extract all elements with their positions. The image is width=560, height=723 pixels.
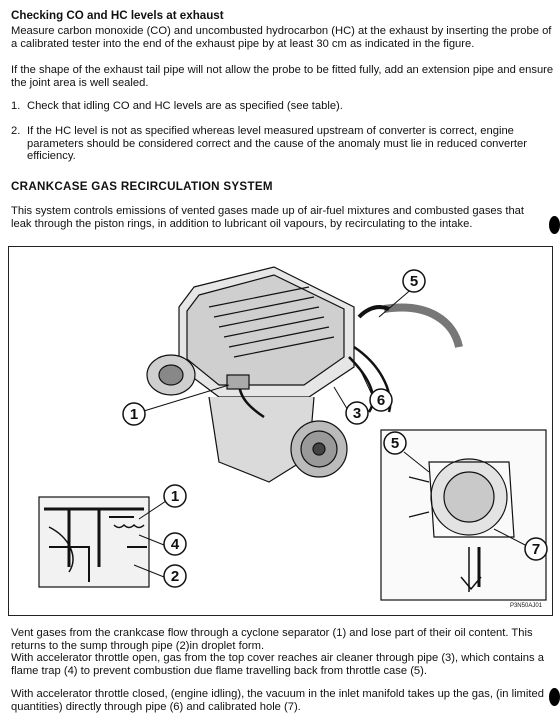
- list-text: Check that idling CO and HC levels are a…: [27, 100, 343, 112]
- callout-1-inset: [163, 484, 187, 508]
- callout-3: [345, 401, 369, 425]
- callout-label: 5: [410, 273, 418, 290]
- callout-label: 5: [391, 435, 399, 452]
- callout-7: [524, 537, 548, 561]
- callout-label: 4: [171, 536, 180, 553]
- callout-4: [163, 532, 187, 556]
- callout-5-inset: [383, 431, 407, 455]
- heading-co-hc: Checking CO and HC levels at exhaust: [11, 9, 224, 22]
- callout-label: 7: [532, 541, 540, 558]
- callout-5-main: [402, 269, 426, 293]
- paragraph-throttle-open: With accelerator throttle open, gas from…: [11, 652, 544, 677]
- callout-1-main: [122, 402, 146, 426]
- margin-mark: [549, 688, 560, 706]
- callout-2: [163, 564, 187, 588]
- paragraph-throttle-closed: With accelerator throttle closed, (engin…: [11, 688, 544, 713]
- callout-circles: [122, 269, 548, 588]
- list-text: If the HC level is not as specified wher…: [27, 125, 527, 163]
- paragraph-extension: If the shape of the exhaust tail pipe wi…: [11, 64, 554, 89]
- heading-crankcase: CRANKCASE GAS RECIRCULATION SYSTEM: [11, 180, 273, 193]
- engine-figure: 5 1 3 6 1 4 2 5 7 P3N50AJ01: [8, 246, 553, 616]
- figure-code: P3N50AJ01: [509, 603, 542, 609]
- engine-illustration: 5 1 3 6 1 4 2 5 7: [38, 266, 548, 601]
- callout-label: 1: [171, 488, 179, 505]
- callout-label: 3: [353, 405, 361, 422]
- callout-label: 1: [130, 406, 138, 423]
- callout-label: 6: [377, 392, 385, 409]
- paragraph-measure: Measure carbon monoxide (CO) and uncombu…: [11, 25, 552, 50]
- callout-label: 2: [171, 568, 179, 585]
- list-number: 2.: [11, 125, 21, 137]
- callout-6: [369, 388, 393, 412]
- paragraph-intro: This system controls emissions of vented…: [11, 205, 525, 230]
- list-number: 1.: [11, 100, 21, 112]
- paragraph-vent-gases: Vent gases from the crankcase flow throu…: [11, 627, 533, 652]
- margin-mark: [549, 216, 560, 234]
